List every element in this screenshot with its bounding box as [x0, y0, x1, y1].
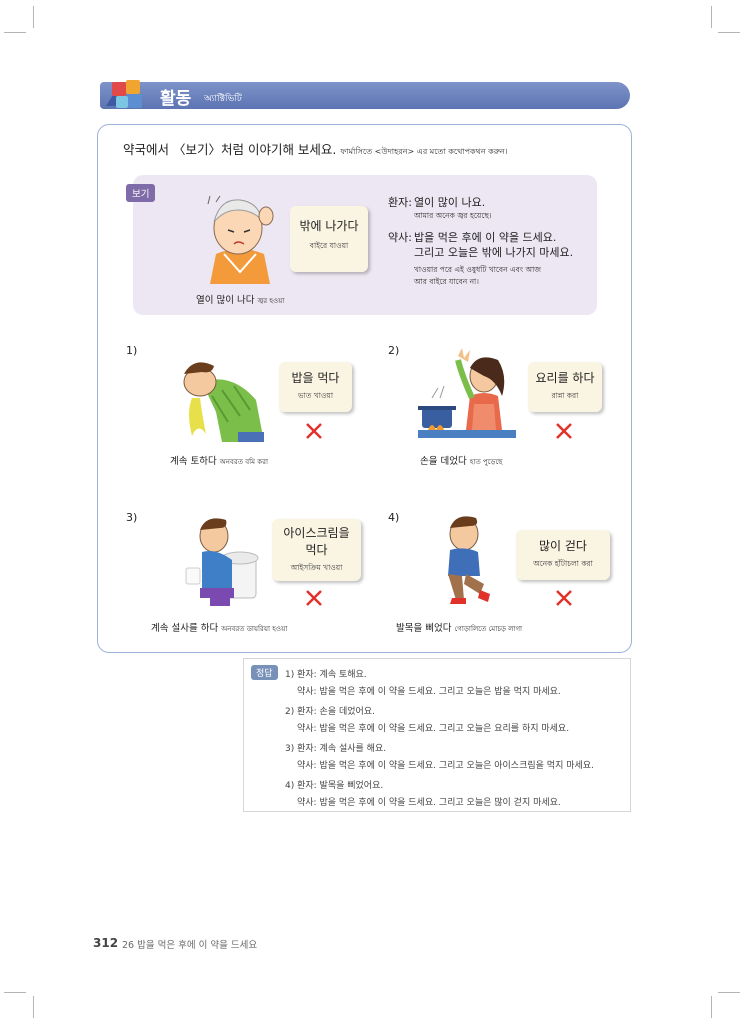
page-number: 312 [93, 936, 119, 950]
answer-box [243, 658, 631, 812]
vomiting-person-illustration [183, 362, 264, 442]
crop-mark [4, 32, 26, 33]
instruction-korean: 약국에서 〈보기〉처럼 이야기해 보세요. [123, 142, 337, 157]
x-mark-icon [556, 590, 572, 606]
crop-mark [711, 996, 712, 1018]
diarrhea-person-illustration [185, 518, 259, 606]
card-bengali: ভাত খাওয়া [298, 391, 333, 400]
answer-line: 약사: 밥을 먹은 후에 이 약을 드세요. 그리고 오늘은 요리를 하지 마세… [297, 724, 570, 734]
answer-line: 4) 환자: 발목을 삐었어요. [285, 781, 384, 791]
item-number: 2) [388, 344, 400, 357]
caption-bengali: অনবরত বমি করা [219, 458, 268, 466]
crop-mark [718, 32, 740, 33]
pharmacist-line-bengali-2: আর বাইরে যাবেন না। [414, 277, 479, 286]
item-number: 3) [126, 511, 138, 524]
lesson-title: 26 밥을 먹은 후에 이 약을 드세요 [122, 940, 258, 951]
card-korean: 많이 걷다 [539, 539, 587, 553]
patient-line: 열이 많이 나요. [414, 196, 486, 209]
section-subtitle: অ্যাক্টিভিটি [204, 94, 242, 104]
pharmacist-line-1: 밥을 먹은 후에 이 약을 드세요. [414, 231, 557, 244]
section-title: 활동 [160, 89, 192, 109]
card-bengali: রান্না করা [551, 391, 579, 400]
x-mark-icon [306, 423, 322, 439]
puzzle-icon [106, 80, 142, 108]
x-mark-icon [306, 590, 322, 606]
pharmacist-line-bengali-1: খাওয়ার পরে এই ওষুধটি খাবেন এবং আজ [414, 265, 541, 274]
caption-korean: 열이 많이 나다 [196, 295, 255, 306]
item-card: 밥을 먹다 ভাত খাওয়া [279, 362, 352, 412]
caption-korean: 발목을 삐었다 [396, 623, 452, 634]
caption-korean: 계속 토하다 [170, 456, 217, 467]
crop-mark [718, 992, 740, 993]
answer-tag: 정답 [251, 665, 278, 680]
crop-mark [4, 992, 26, 993]
patient-line-bengali: আমার অনেক জ্বর হয়েছে। [414, 211, 492, 220]
caption-bengali: জ্বর হওয়া [257, 297, 285, 305]
x-mark-icon [556, 423, 572, 439]
card-bengali: বাইরে যাওয়া [309, 241, 349, 250]
crop-mark [33, 6, 34, 28]
card-korean: 밥을 먹다 [291, 371, 340, 385]
caption-bengali: অনবরত ডায়রিয়া হওয়া [221, 625, 288, 633]
sprained-ankle-illustration [448, 516, 490, 604]
caption-bengali: হাত পুড়েছে [469, 458, 503, 466]
answer-line: 약사: 밥을 먹은 후에 이 약을 드세요. 그리고 오늘은 밥을 먹지 마세요… [297, 687, 561, 697]
item-number: 1) [126, 344, 138, 357]
item-card: 많이 걷다 অনেক হাঁটাচলা করা [516, 530, 610, 580]
crop-mark [33, 996, 34, 1018]
card-bengali: আইসক্রিম খাওয়া [290, 563, 343, 572]
section-header-bar [100, 82, 630, 109]
answer-line: 2) 환자: 손을 데었어요. [285, 707, 375, 717]
card-korean: 밖에 나가다 [299, 219, 359, 233]
card-bengali: অনেক হাঁটাচলা করা [533, 559, 593, 568]
answer-line: 3) 환자: 계속 설사를 해요. [285, 744, 387, 754]
caption-korean: 계속 설사를 하다 [151, 623, 219, 634]
pharmacist-line-2: 그리고 오늘은 밖에 나가지 마세요. [414, 246, 574, 259]
example-tag: 보기 [126, 184, 156, 202]
caption-bengali: গোড়ালিতে মোচড় লাগা [454, 625, 523, 633]
cooking-burn-illustration [418, 348, 516, 438]
pharmacist-label: 약사: [388, 231, 412, 244]
card-korean: 아이스크림을 [283, 526, 350, 540]
crop-mark [711, 6, 712, 28]
card-korean: 요리를 하다 [535, 371, 595, 385]
instruction: 약국에서 〈보기〉처럼 이야기해 보세요.ফার্মাসিতে <উদাহরন>… [123, 139, 508, 159]
fever-person-illustration [207, 195, 274, 284]
item-card: 요리를 하다 রান্না করা [528, 362, 602, 412]
caption-korean: 손을 데었다 [420, 456, 467, 467]
answer-line: 약사: 밥을 먹은 후에 이 약을 드세요. 그리고 오늘은 많이 걷지 마세요… [297, 798, 561, 808]
card-korean: 먹다 [305, 543, 328, 557]
example-card: 밖에 나가다 বাইরে যাওয়া [290, 206, 368, 272]
instruction-bengali: ফার্মাসিতে <উদাহরন> এর মতো কথোপকথন করুন। [340, 147, 508, 156]
answer-line: 1) 환자: 계속 토해요. [285, 670, 367, 680]
answer-line: 약사: 밥을 먹은 후에 이 약을 드세요. 그리고 오늘은 아이스크림을 먹지… [297, 761, 594, 771]
patient-label: 환자: [388, 196, 412, 209]
item-card: 아이스크림을 먹다 আইসক্রিম খাওয়া [272, 519, 361, 581]
item-number: 4) [388, 511, 400, 524]
